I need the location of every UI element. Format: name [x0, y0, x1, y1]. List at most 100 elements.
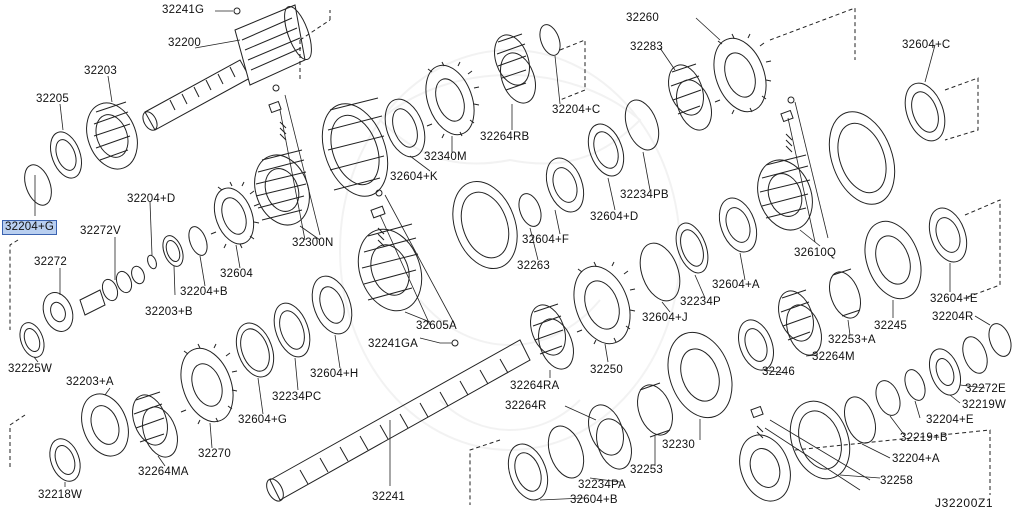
needle-bearing-32283 — [668, 63, 712, 131]
part-label-32604H[interactable]: 32604+H — [310, 368, 359, 380]
ring-32604G — [235, 322, 275, 378]
ring-32219B — [875, 380, 901, 416]
part-label-32272V[interactable]: 32272V — [80, 225, 121, 237]
gear-32270 — [180, 343, 238, 425]
part-label-32245[interactable]: 32245 — [874, 320, 907, 332]
gear-32260 — [713, 33, 772, 115]
part-label-32230[interactable]: 32230 — [662, 439, 695, 451]
ring-32263 — [518, 193, 542, 227]
part-label-32241[interactable]: 32241 — [372, 491, 405, 503]
part-label-32203A[interactable]: 32203+A — [66, 376, 114, 388]
part-label-32204R[interactable]: 32204R — [932, 311, 974, 323]
sleeve-32604F — [452, 180, 518, 270]
part-label-32264MA[interactable]: 32264MA — [138, 466, 189, 478]
synchro-ring-32604F — [545, 157, 585, 213]
needle-bearing-32264RA — [530, 303, 574, 370]
input-shaft-32200 — [142, 4, 312, 131]
leader-lines — [33, 10, 991, 501]
part-label-32234PA[interactable]: 32234PA — [578, 479, 626, 491]
part-label-32272[interactable]: 32272 — [34, 256, 67, 268]
part-label-32204C[interactable]: 32204+C — [552, 104, 601, 116]
part-label-32264R[interactable]: 32264R — [505, 400, 547, 412]
part-label-32218W[interactable]: 32218W — [38, 489, 83, 501]
collar-32253 — [637, 382, 673, 438]
part-label-32204E[interactable]: 32204+E — [926, 414, 974, 426]
part-label-32205[interactable]: 32205 — [36, 93, 69, 105]
part-label-32604C[interactable]: 32604+C — [902, 39, 951, 51]
part-label-32234PB[interactable]: 32234PB — [620, 189, 669, 201]
part-label-32604F[interactable]: 32604+F — [522, 234, 570, 246]
part-label-32604D[interactable]: 32604+D — [590, 211, 639, 223]
synchro-ring-32604 — [210, 181, 260, 249]
part-label-32604J[interactable]: 32604+J — [642, 312, 688, 324]
part-label-32340M[interactable]: 32340M — [424, 151, 467, 163]
part-label-32241GA[interactable]: 32241GA — [368, 338, 418, 350]
part-label-32225W[interactable]: 32225W — [8, 363, 53, 375]
ring-32204R — [988, 323, 1012, 357]
part-label-32253A[interactable]: 32253+A — [828, 334, 876, 346]
part-label-32200[interactable]: 32200 — [168, 37, 201, 49]
part-label-32246[interactable]: 32246 — [762, 366, 795, 378]
cone-32604D — [587, 123, 625, 177]
part-label-32241G[interactable]: 32241G — [162, 4, 205, 16]
part-label-32283[interactable]: 32283 — [630, 41, 663, 53]
snap-ring-32204C — [539, 24, 561, 56]
part-label-32604K[interactable]: 32604+K — [390, 171, 438, 183]
ring-32234PB — [624, 99, 660, 151]
part-label-32204D[interactable]: 32204+D — [127, 193, 176, 205]
washer-32218W — [49, 438, 81, 482]
part-label-32204B[interactable]: 32204+B — [180, 286, 228, 298]
part-label-32234PC[interactable]: 32234PC — [272, 391, 322, 403]
ring-32234PA — [547, 425, 585, 479]
part-label-32604G[interactable]: 32604+G — [238, 414, 288, 426]
bearing-32203A — [81, 393, 129, 457]
gear-32245 — [864, 220, 922, 300]
part-label-32604E[interactable]: 32604+E — [930, 293, 978, 305]
part-label-32604[interactable]: 32604 — [220, 268, 253, 280]
part-label-32260[interactable]: 32260 — [626, 12, 659, 24]
part-label-32203B[interactable]: 32203+B — [145, 306, 193, 318]
part-label-32204A[interactable]: 32204+A — [892, 453, 940, 465]
sleeve-32258 — [789, 400, 851, 480]
part-label-32604B[interactable]: 32604+B — [570, 494, 618, 506]
part-label-32263[interactable]: 32263 — [517, 260, 550, 272]
hub-32610Q — [757, 96, 813, 231]
ring-32204E — [904, 369, 926, 401]
diagram-code: J32200Z1 — [935, 496, 994, 510]
synchro-ring-32604B — [507, 443, 549, 501]
part-label-32264M[interactable]: 32264M — [812, 351, 855, 363]
gear-32230 — [667, 331, 733, 419]
needle-bearing-32264MA — [132, 391, 178, 458]
part-label-32610Q[interactable]: 32610Q — [794, 247, 837, 259]
part-label-32250[interactable]: 32250 — [590, 364, 623, 376]
snap-ring-32204G — [24, 164, 52, 206]
part-label-32253[interactable]: 32253 — [630, 464, 663, 476]
needle-bearing-32264R — [588, 404, 632, 470]
cone-32234PC — [273, 302, 311, 358]
gear-32300N — [254, 84, 310, 226]
ring-32204D — [147, 254, 157, 270]
part-label-32234P[interactable]: 32234P — [680, 296, 721, 308]
part-label-32203[interactable]: 32203 — [84, 65, 117, 77]
synchro-ring-32604H — [311, 275, 353, 335]
part-label-32264RA[interactable]: 32264RA — [510, 380, 560, 392]
part-label-32219W[interactable]: 32219W — [962, 399, 1007, 411]
gear-32605A — [357, 189, 423, 312]
part-label-32204G[interactable]: 32204+G — [2, 220, 58, 235]
washer-32246 — [738, 319, 774, 371]
part-label-32605A[interactable]: 32605A — [416, 320, 457, 332]
gear-32340M — [425, 61, 480, 139]
part-label-32258[interactable]: 32258 — [880, 475, 913, 487]
hub-sleeve-32300N — [321, 97, 389, 197]
washer-32225W — [19, 322, 45, 358]
synchro-ring-32604C — [904, 82, 946, 142]
part-label-32264RB[interactable]: 32264RB — [480, 131, 530, 143]
snap-ring-32204A — [843, 396, 877, 444]
part-label-32219B[interactable]: 32219+B — [900, 432, 948, 444]
part-label-32300N[interactable]: 32300N — [292, 237, 334, 249]
synchro-ring-32604E — [928, 207, 968, 263]
part-label-32604A[interactable]: 32604+A — [712, 279, 760, 291]
part-label-32270[interactable]: 32270 — [198, 448, 231, 460]
part-label-32272E[interactable]: 32272E — [965, 383, 1006, 395]
